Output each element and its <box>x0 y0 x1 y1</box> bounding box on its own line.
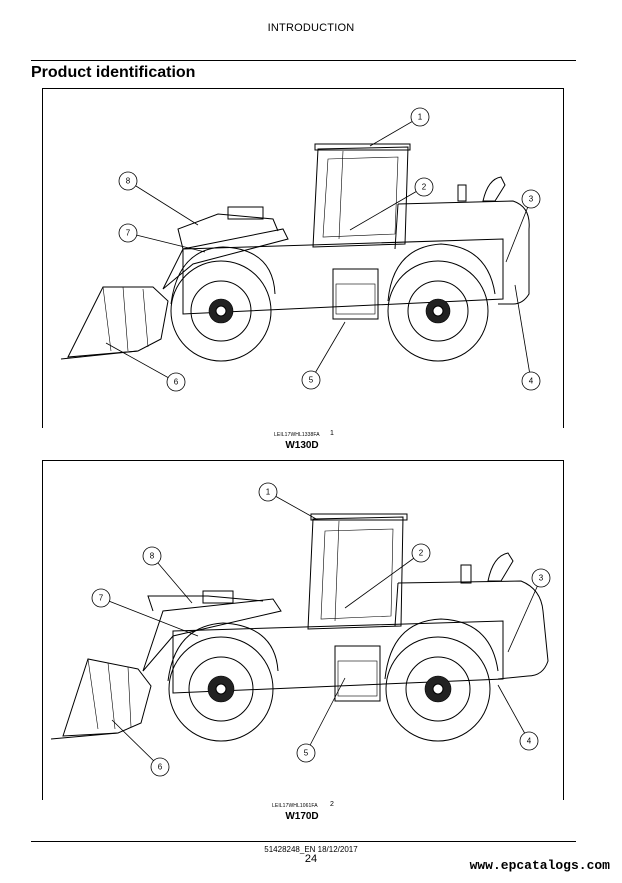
figure-ref-code: LEIL17WHL1338FA <box>274 432 320 438</box>
watermark: www.epcatalogs.com <box>469 858 610 873</box>
section-header: INTRODUCTION <box>267 22 355 34</box>
figure-w170d <box>42 460 564 800</box>
figure-ref-code: LEIL17WHL1061FA <box>272 803 318 809</box>
page-title: Product identification <box>31 64 196 81</box>
top-divider <box>31 60 576 61</box>
figure-w130d <box>42 88 564 428</box>
loader-illustration <box>50 513 549 742</box>
figure-number: 1 <box>330 430 334 437</box>
figure-model-label: W170D <box>285 811 319 822</box>
figure-model-label: W130D <box>285 440 319 451</box>
loader-illustration <box>60 143 530 362</box>
figure-number: 2 <box>330 801 334 808</box>
page-number: 24 <box>304 853 318 865</box>
footer-doc-code: 51428248_EN 18/12/2017 <box>264 845 358 854</box>
footer-divider <box>31 841 576 842</box>
